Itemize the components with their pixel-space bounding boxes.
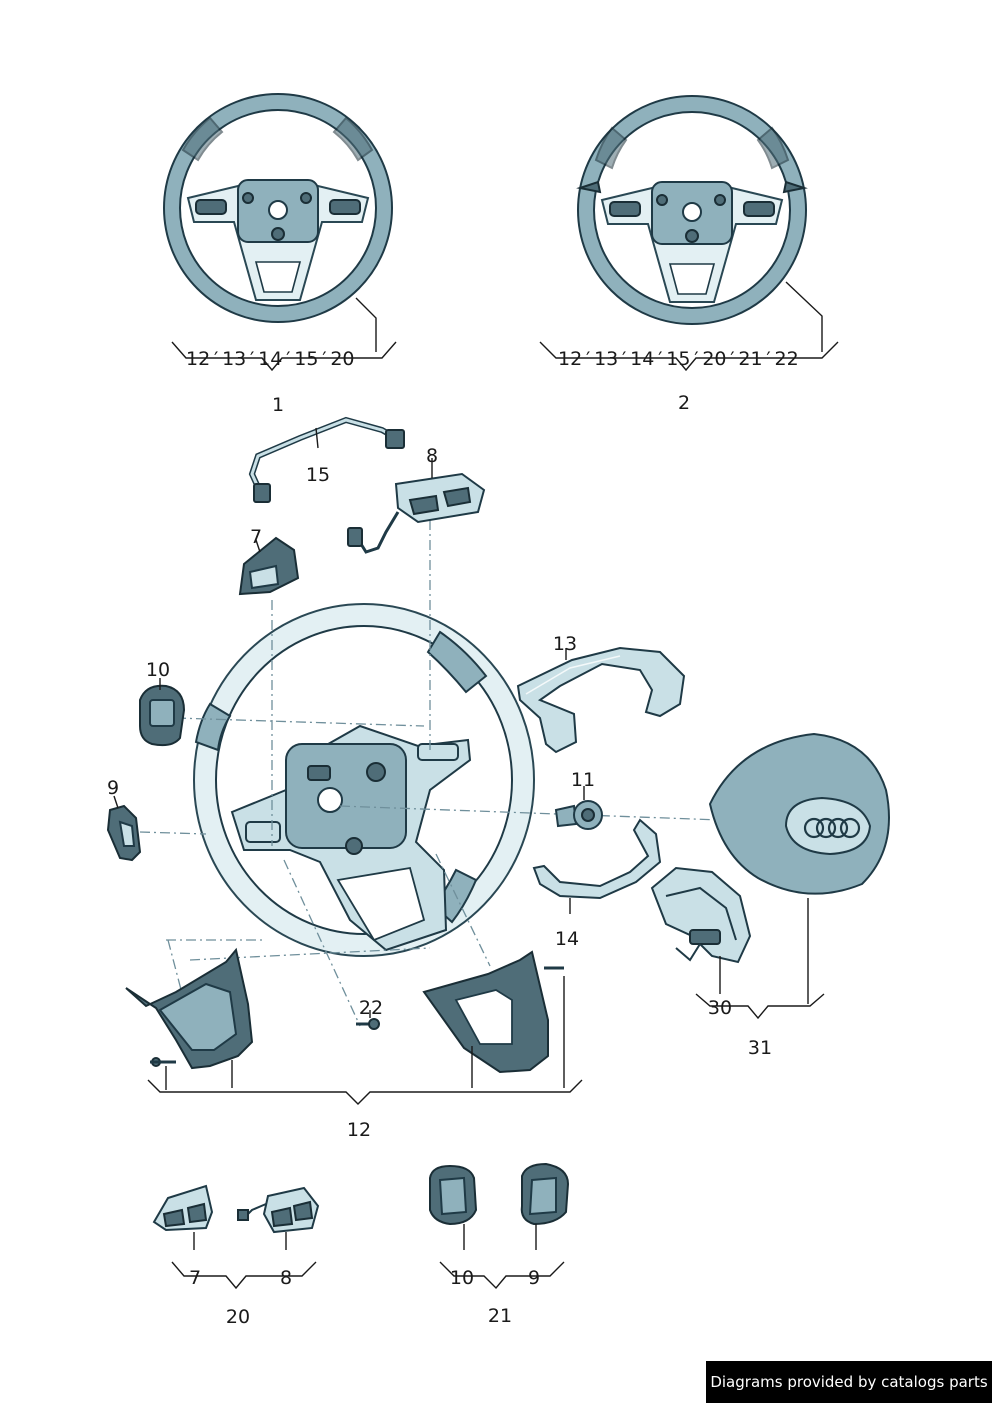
label-10: 10 [146,659,170,681]
lower-cover-right [422,950,564,1074]
button-10 [139,678,186,747]
label-group21-9: 9 [528,1267,540,1289]
steering-wheel-exploded [193,603,535,957]
callout-labels: 12 ′ 13 ′ 14 ′ 15 ′ 20 12 ′ 13 ′ 14 ′ 15… [107,348,799,1328]
screw-22 [356,1010,380,1030]
label-1: 1 [272,394,284,416]
label-2: 2 [678,392,690,414]
trim-14 [532,818,662,914]
switch-group-20 [152,1184,320,1290]
label-group20-7: 7 [189,1267,201,1289]
label-9: 9 [107,777,119,799]
bracket-12 [147,976,583,1105]
label-15: 15 [306,464,330,486]
airbag-31 [708,732,890,895]
label-22: 22 [359,997,383,1019]
steering-wheel-1 [163,93,393,323]
label-21: 21 [488,1305,512,1327]
label-wheel2-parts: 12 ′ 13 ′ 14 ′ 15 ′ 20 ′ 21 ′ 22 [558,348,799,370]
paddle-9 [106,795,142,862]
label-7: 7 [250,526,262,548]
clockspring-30 [650,866,752,964]
button-group-21 [429,1162,570,1290]
label-11: 11 [571,769,595,791]
wiring-harness-15 [248,416,405,503]
label-wheel1-parts: 12 ′ 13 ′ 14 ′ 15 ′ 20 [186,348,355,370]
trim-13 [516,646,686,754]
label-8: 8 [426,445,438,467]
lower-cover-left [125,947,254,1070]
label-20: 20 [226,1306,250,1328]
label-group21-10: 10 [450,1267,474,1289]
switch-7 [238,536,300,596]
bracket-31 [695,898,825,1020]
switch-8 [347,458,486,554]
label-30: 30 [708,997,732,1019]
label-31: 31 [748,1037,772,1059]
label-12: 12 [347,1119,371,1141]
label-13: 13 [553,633,577,655]
label-group20-8: 8 [280,1267,292,1289]
label-14: 14 [555,928,579,950]
steering-wheel-2 [576,95,808,325]
bracket-wheel-2 [539,281,839,372]
bracket-wheel-1 [171,297,397,372]
screw-11 [554,786,603,830]
credit-banner: Diagrams provided by catalogs parts [706,1361,992,1403]
